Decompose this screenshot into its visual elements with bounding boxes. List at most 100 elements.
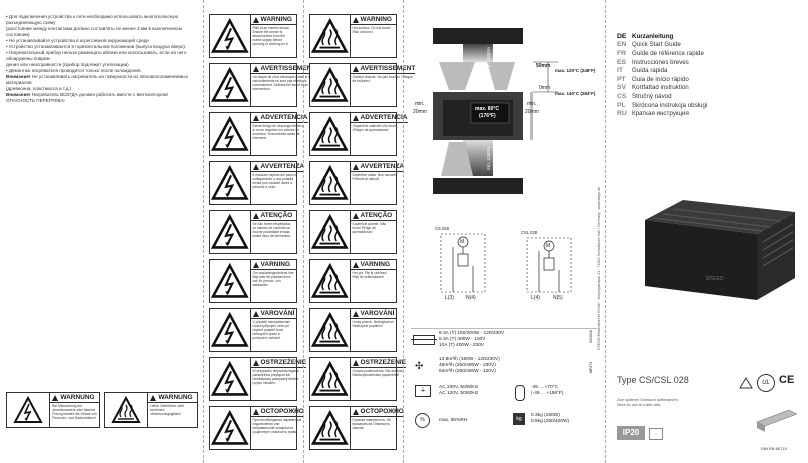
warning-body: W przypadku nieprzestrzegania parametrów… bbox=[252, 369, 299, 385]
weight-specs: 0.3kg (150W)0.5kg (250/400W) bbox=[531, 413, 569, 425]
keep-note-en: Store for use at a later date. bbox=[617, 403, 662, 407]
warning-box: AVVERTENZA Il mancato rispetto dei valori… bbox=[209, 161, 305, 205]
electric-shock-icon bbox=[210, 15, 251, 57]
terminal-n-right: N(5) bbox=[553, 295, 563, 301]
warning-body: Om anslutningsvärdena inte följs eller f… bbox=[252, 271, 294, 287]
product-type: Type CS/CSL 028 bbox=[617, 375, 689, 385]
safety-line-text: (расстояние между контактами должно сост… bbox=[6, 26, 182, 37]
ip-rating-badge: IP20 bbox=[617, 426, 645, 440]
language-code: SV bbox=[617, 84, 627, 92]
warning-body: При несоблюдении параметров подключения … bbox=[252, 418, 302, 434]
warning-heading: VAROVÁNÍ bbox=[360, 310, 395, 317]
max-80-box bbox=[470, 102, 510, 124]
wiring-right-title: CSL 028 bbox=[521, 230, 538, 235]
warning-heading: ADVERTENCIA bbox=[360, 114, 408, 121]
hot-surface-icon bbox=[310, 260, 351, 302]
language-title: Instrucciones breves bbox=[632, 58, 689, 66]
language-code: PL bbox=[617, 101, 626, 109]
language-title: Quick Start Guide bbox=[632, 41, 681, 49]
safety-line-text: • Не устанавливайте устройства в агресси… bbox=[6, 38, 149, 43]
language-code: PT bbox=[617, 75, 626, 83]
safety-line-text: • Для подключения устройства к сети необ… bbox=[6, 14, 179, 25]
safety-text-block: • Для подключения устройства к сети необ… bbox=[6, 14, 197, 104]
fan-icon: ✣ bbox=[415, 361, 424, 372]
manufacturer-address: STEGO Elektrotechnik GmbH · Kolpingstras… bbox=[597, 186, 601, 350]
product-image bbox=[645, 200, 795, 300]
spec-line: 0.3kg (150W) bbox=[531, 413, 560, 418]
warning-body: Il mancato rispetto dei valori di colleg… bbox=[252, 173, 298, 189]
keep-note-de: Zum späteren Gebrauch aufbewahren. bbox=[617, 398, 679, 402]
safety-line: • Устройство устанавливается в горизонта… bbox=[6, 44, 197, 50]
warning-body: V případě nerespektování hodnot připojen… bbox=[252, 320, 291, 340]
humidity-icon: % bbox=[415, 413, 430, 428]
electric-shock-icon bbox=[210, 358, 251, 400]
dist-right-min: min. bbox=[527, 101, 537, 107]
attention-label: Внимание! bbox=[6, 92, 31, 97]
hot-surface-icon bbox=[105, 393, 149, 427]
warning-body: Superficie calda. Non toccare! Pericolo … bbox=[352, 173, 397, 181]
language-title: Kurzanleitung bbox=[632, 32, 674, 40]
hot-surface-icon bbox=[310, 64, 351, 106]
spec-line: 54m³/h (250/400W - 120V) bbox=[439, 368, 496, 374]
panel-russian-safety: • Для подключения устройства к сети необ… bbox=[0, 0, 203, 463]
wiring-diagrams bbox=[440, 233, 572, 293]
warning-box-hot-de: WARNUNG Heiße Oberfläche nicht berühren!… bbox=[104, 392, 198, 428]
safety-line: дения или неисправности (прибор подлежит… bbox=[6, 62, 197, 68]
warning-pair-de: WARNUNG Bei Missachtung der Anschlusswer… bbox=[6, 392, 198, 428]
warning-body: Het yta. Får ej vidröras! Risk för bränn… bbox=[352, 271, 387, 279]
warning-body: Un risque de choc électrique existe si l… bbox=[252, 75, 313, 91]
safety-line-text: (древесина, пластмасса и т.д.) bbox=[6, 86, 72, 91]
warning-heading: OSTRZEŻENIE bbox=[360, 359, 407, 366]
terminal-l-left: L(3) bbox=[445, 295, 454, 301]
motor-symbol-left: M bbox=[460, 239, 465, 245]
safety-line: • Нагревательный прибор нельзя размещать… bbox=[6, 50, 197, 62]
supply-icon: ⏚ bbox=[415, 385, 431, 397]
warning-body: ¡Superficie caliente! ¡No tocar! ¡Peligr… bbox=[352, 124, 397, 132]
safety-line: Внимание! Не устанавливать нагреватель н… bbox=[6, 74, 197, 86]
dist-left-value: 20mm bbox=[413, 109, 427, 115]
electric-shock-icon bbox=[210, 260, 251, 302]
language-title: Guia de início rápido bbox=[632, 75, 689, 83]
attention-label: Внимание! bbox=[6, 74, 31, 79]
motor-symbol-right: M bbox=[546, 243, 551, 249]
dist-left-min: min. bbox=[415, 101, 425, 107]
warning-triangle-icon bbox=[739, 376, 753, 389]
weight-icon: kg bbox=[513, 413, 525, 425]
spec-line: AC 120V, 50/60Hz bbox=[439, 390, 479, 396]
max-temp-top: max. 120°C (248°F) bbox=[555, 68, 596, 73]
safety-line: • Для подключения устройства к сети необ… bbox=[6, 14, 197, 26]
hot-surface-icon bbox=[310, 15, 351, 57]
electric-shock-icon bbox=[210, 407, 251, 449]
spec-line: 10A (T) 400W - 230V bbox=[439, 342, 485, 348]
electric-shock-icon bbox=[7, 393, 51, 427]
safety-line: (древесина, пластмасса и т.д.) bbox=[6, 86, 197, 92]
doc-code-a: 03/2016 bbox=[589, 330, 593, 343]
electric-shock-icon bbox=[210, 211, 251, 253]
electric-shock-icon bbox=[210, 113, 251, 155]
min-bottom-label: min. 100mm bbox=[486, 146, 491, 170]
spec-line: 45m³/h (250/400W - 230V) bbox=[439, 362, 496, 368]
warning-body: Existe riesgo de descarga eléctrica si n… bbox=[252, 124, 304, 140]
warning-heading: ATENÇÃO bbox=[260, 212, 293, 219]
ce-mark: CE bbox=[779, 374, 795, 386]
warning-heading: WARNING bbox=[360, 16, 392, 23]
hot-surface-icon bbox=[310, 162, 351, 204]
safety-line: • Не устанавливайте устройства в агресси… bbox=[6, 38, 197, 44]
din-rail-icon bbox=[756, 409, 798, 432]
hot-surface-icon bbox=[310, 113, 351, 155]
language-title: Stručný návod bbox=[632, 92, 672, 100]
doc-code-b: MF073 bbox=[589, 361, 593, 373]
safety-line-text: • Демонтаж нагревателя проводится только… bbox=[6, 68, 142, 73]
warning-heading: WARNUNG bbox=[158, 394, 193, 401]
warning-heading: AVVERTENZA bbox=[260, 163, 305, 170]
